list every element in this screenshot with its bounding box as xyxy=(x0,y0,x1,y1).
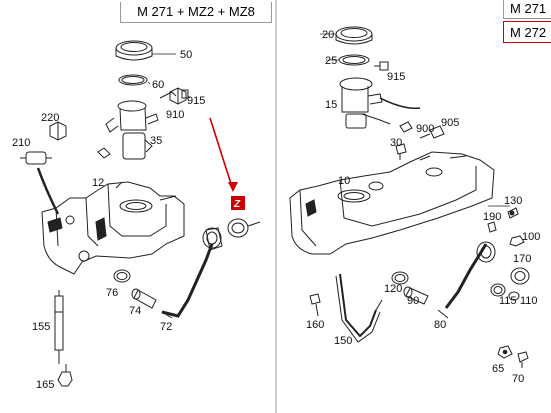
callout-25: 25 xyxy=(325,55,337,67)
part-20-locking-ring[interactable] xyxy=(335,26,373,45)
part-115-seal[interactable] xyxy=(490,283,506,297)
right-callouts: 20 25 915 15 900 905 30 10 130 190 100 1… xyxy=(306,29,540,385)
part-155-fuel-line[interactable] xyxy=(54,290,64,364)
part-25-seal[interactable] xyxy=(338,54,370,66)
callout-170: 170 xyxy=(513,253,531,265)
callout-100: 100 xyxy=(522,231,540,243)
callout-90: 90 xyxy=(407,295,419,307)
callout-80: 80 xyxy=(434,319,446,331)
part-76-clamp[interactable] xyxy=(113,269,131,283)
callout-900: 900 xyxy=(416,123,434,135)
part-170-cap[interactable] xyxy=(510,267,530,285)
part-80-filler-pipe[interactable] xyxy=(437,241,496,319)
callout-915: 915 xyxy=(187,95,205,107)
callout-10: 10 xyxy=(338,175,350,187)
part-74-hose[interactable] xyxy=(131,288,157,309)
part-165-bolt[interactable] xyxy=(57,364,73,387)
part-190-clip[interactable] xyxy=(487,221,497,233)
callout-110: 110 xyxy=(520,295,538,307)
callout-910: 910 xyxy=(166,109,184,121)
part-70-bolt[interactable] xyxy=(517,351,529,368)
part-60-seal[interactable] xyxy=(118,74,148,86)
callout-155: 155 xyxy=(32,321,50,333)
callout-220: 220 xyxy=(41,112,59,124)
part-72-filler-pipe[interactable] xyxy=(161,227,223,319)
variant-label-left: M 271 + MZ2 + MZ8 xyxy=(120,2,272,23)
callout-76: 76 xyxy=(106,287,118,299)
part-12-fuel-tank[interactable] xyxy=(41,181,185,275)
part-910-fuel-pump[interactable] xyxy=(105,91,177,160)
callout-60: 60 xyxy=(152,79,164,91)
callout-165: 165 xyxy=(36,379,54,391)
variant-label-m272: M 272 xyxy=(503,21,551,43)
part-120-clamp[interactable] xyxy=(391,271,409,285)
part-tank-cap[interactable] xyxy=(227,218,261,238)
callout-130: 130 xyxy=(504,195,522,207)
part-905-sensor[interactable] xyxy=(419,125,445,139)
part-915-connector-right[interactable] xyxy=(374,61,389,71)
callout-190: 190 xyxy=(483,211,501,223)
callout-65: 65 xyxy=(492,363,504,375)
highlight-marker xyxy=(209,117,245,210)
callout-150: 150 xyxy=(334,335,352,347)
leader-lines xyxy=(147,33,510,207)
part-35-filter[interactable] xyxy=(97,147,111,159)
part-130-grommet[interactable] xyxy=(507,207,519,219)
part-160-bolt[interactable] xyxy=(309,293,321,317)
callout-70: 70 xyxy=(512,373,524,385)
left-callouts: 50 60 915 910 220 210 35 12 76 74 72 155… xyxy=(12,49,205,391)
part-90-hose[interactable] xyxy=(403,286,429,305)
z-marker-label: Z xyxy=(233,199,241,210)
part-30-clip[interactable] xyxy=(395,143,407,160)
variant-label-m271: M 271 xyxy=(503,0,551,19)
part-110-clamp[interactable] xyxy=(508,291,520,301)
part-150-tank-strap[interactable] xyxy=(335,273,383,343)
part-100-nut[interactable] xyxy=(509,235,525,247)
callout-905: 905 xyxy=(441,117,459,129)
callout-30: 30 xyxy=(390,137,402,149)
callout-50: 50 xyxy=(180,49,192,61)
part-15-fuel-pump[interactable] xyxy=(339,77,421,129)
part-220-clip[interactable] xyxy=(49,121,67,141)
callout-20: 20 xyxy=(322,29,334,41)
callout-160: 160 xyxy=(306,319,324,331)
callout-210: 210 xyxy=(12,137,30,149)
part-210-filter[interactable] xyxy=(20,151,52,165)
left-assembly xyxy=(20,40,261,387)
z-marker-icon[interactable] xyxy=(231,196,245,210)
part-900-connector[interactable] xyxy=(399,121,413,133)
callout-915-right: 915 xyxy=(387,71,405,83)
callout-72: 72 xyxy=(160,321,172,333)
part-65-nut[interactable] xyxy=(497,345,513,359)
callout-74: 74 xyxy=(129,305,141,317)
callout-12: 12 xyxy=(92,177,104,189)
callout-120: 120 xyxy=(384,283,402,295)
callout-35: 35 xyxy=(150,135,162,147)
part-915-connector[interactable] xyxy=(169,87,189,105)
part-10-fuel-tank[interactable] xyxy=(289,151,495,255)
callout-15: 15 xyxy=(325,99,337,111)
callout-115: 115 xyxy=(499,295,517,307)
right-assembly xyxy=(289,26,530,368)
